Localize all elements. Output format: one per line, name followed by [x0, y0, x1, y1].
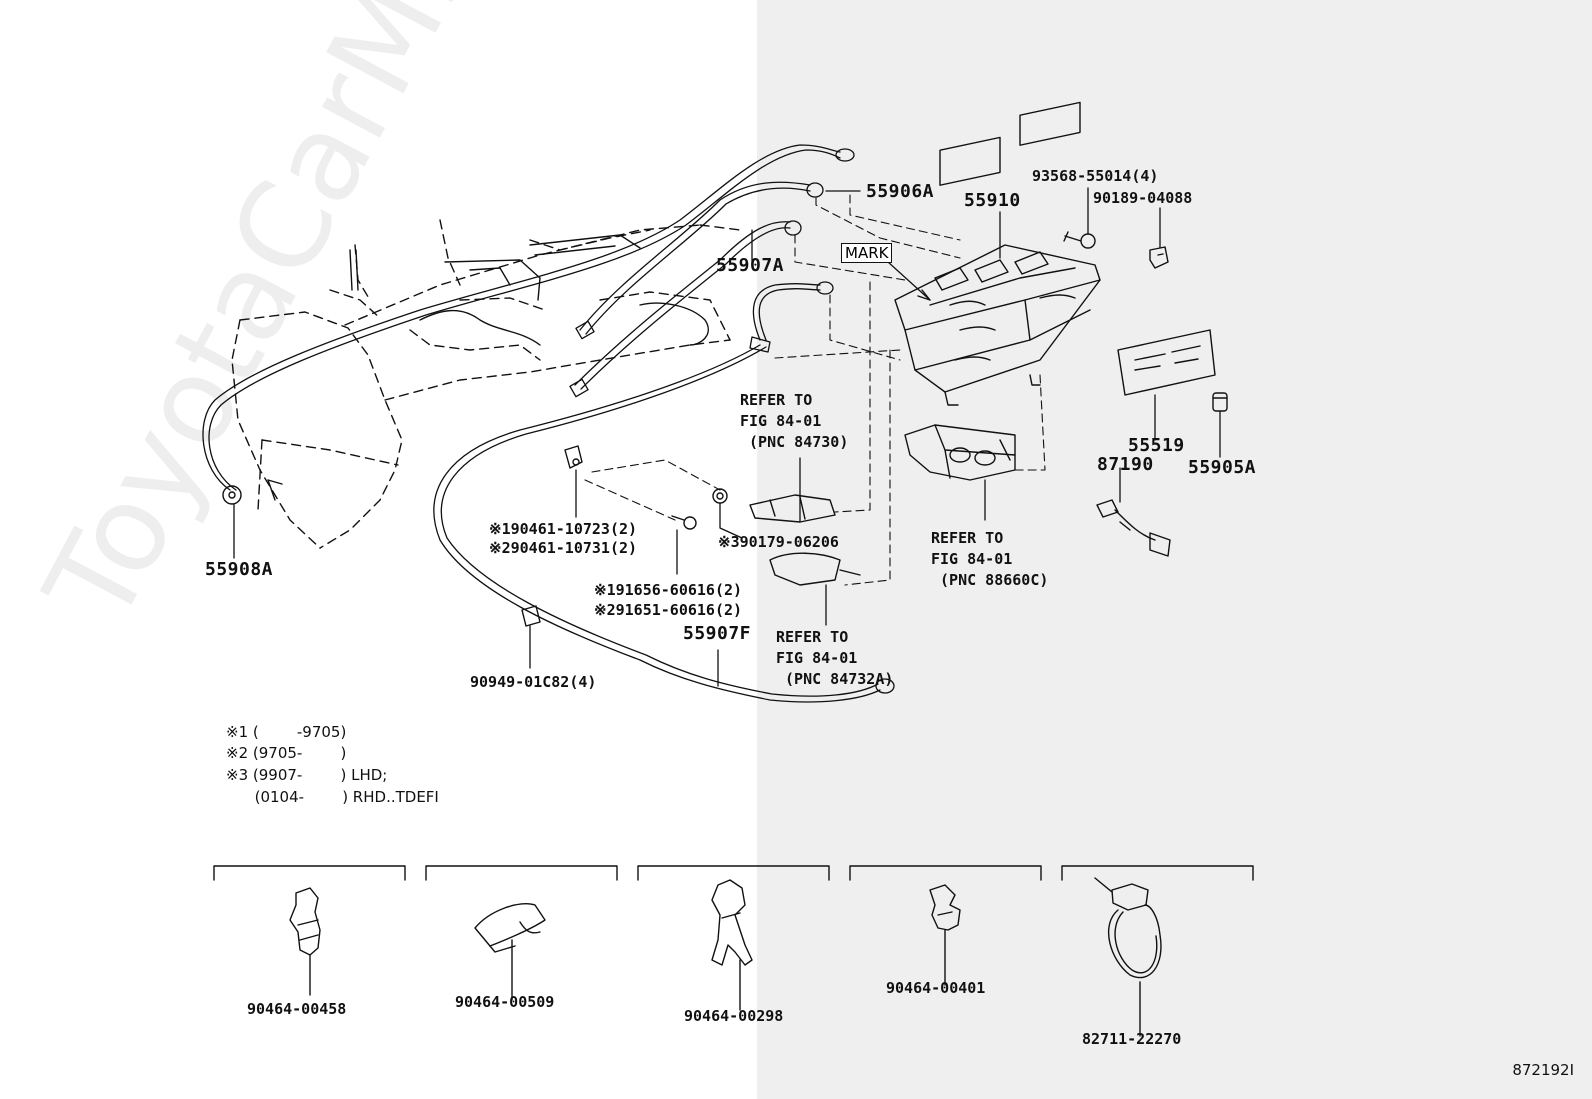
- dashboard-outline: [231, 219, 741, 549]
- harness-connector-84730: [749, 494, 836, 523]
- clip-90179: [712, 488, 728, 504]
- control-switch-module: [904, 424, 1016, 481]
- leader-lines: [233, 187, 1221, 687]
- dashboard-solid-details: [267, 234, 709, 501]
- note-1: ※1 ( -9705): [226, 723, 347, 741]
- control-cables: [202, 144, 895, 703]
- part-55907A: 55907A: [716, 255, 785, 276]
- part-90461-10723: ※190461-10723(2): [489, 520, 638, 538]
- part-55519: 55519: [1128, 435, 1185, 456]
- diagram-code: 872192I: [1512, 1061, 1574, 1079]
- shaded-panel: [757, 0, 1592, 1099]
- screw-93568: [1063, 231, 1096, 249]
- bulb-socket-87190: [1096, 499, 1171, 557]
- cable-tie-82711: [1094, 877, 1162, 1037]
- clip-group-brackets: [213, 865, 1254, 881]
- clip-00509: [474, 903, 546, 1001]
- clip-90949: [521, 605, 541, 627]
- part-87190: 87190: [1097, 454, 1154, 475]
- part-55907F: 55907F: [683, 623, 752, 644]
- harness-connector-84732A: [769, 552, 861, 586]
- note-3: ※3 (9907- ) LHD;: [226, 766, 388, 784]
- part-55910: 55910: [964, 190, 1021, 211]
- clip-90461: [564, 445, 583, 469]
- part-90464-00509: 90464-00509: [455, 993, 555, 1011]
- refer-note-84730: REFER TO FIG 84-01 (PNC 84730): [740, 391, 849, 451]
- part-55906A: 55906A: [866, 181, 935, 202]
- clip-00458: [289, 887, 321, 996]
- part-90949-01C82: 90949-01C82(4): [470, 673, 597, 691]
- reference-dashed-lines: [584, 194, 1046, 586]
- part-90464-00401: 90464-00401: [886, 979, 986, 997]
- control-panel-plate-55519: [1117, 329, 1216, 396]
- cable-end-55908A: [222, 485, 242, 505]
- part-90461-10731: ※290461-10731(2): [489, 539, 638, 557]
- part-91656-60616: ※191656-60616(2): [594, 581, 743, 599]
- clip-90189: [1149, 246, 1169, 269]
- part-93568-55014: 93568-55014(4): [1032, 167, 1159, 185]
- refer-note-84732A: REFER TO FIG 84-01 (PNC 84732A): [776, 628, 894, 688]
- clip-00298: [711, 879, 753, 1011]
- screw-91656: [671, 515, 697, 530]
- part-91651-60616: ※291651-60616(2): [594, 601, 743, 619]
- note-4: (0104- ) RHD..TDEFI: [226, 788, 439, 806]
- part-82711-22270: 82711-22270: [1082, 1030, 1182, 1048]
- mark-arrow: [917, 289, 931, 301]
- clip-00401: [929, 884, 961, 986]
- part-55908A: 55908A: [205, 559, 274, 580]
- mark-callout: MARK: [841, 243, 893, 263]
- note-2: ※2 (9705- ): [226, 744, 347, 762]
- refer-note-88660C: REFER TO FIG 84-01 (PNC 88660C): [931, 529, 1049, 589]
- part-55905A: 55905A: [1188, 457, 1257, 478]
- part-90464-00458: 90464-00458: [247, 1000, 347, 1018]
- knob-55905A: [1212, 392, 1228, 412]
- part-90464-00298: 90464-00298: [684, 1007, 784, 1025]
- part-90189-04088: 90189-04088: [1093, 189, 1193, 207]
- heater-control-assembly: [894, 101, 1101, 406]
- part-90179-06206: ※390179-06206: [718, 533, 839, 551]
